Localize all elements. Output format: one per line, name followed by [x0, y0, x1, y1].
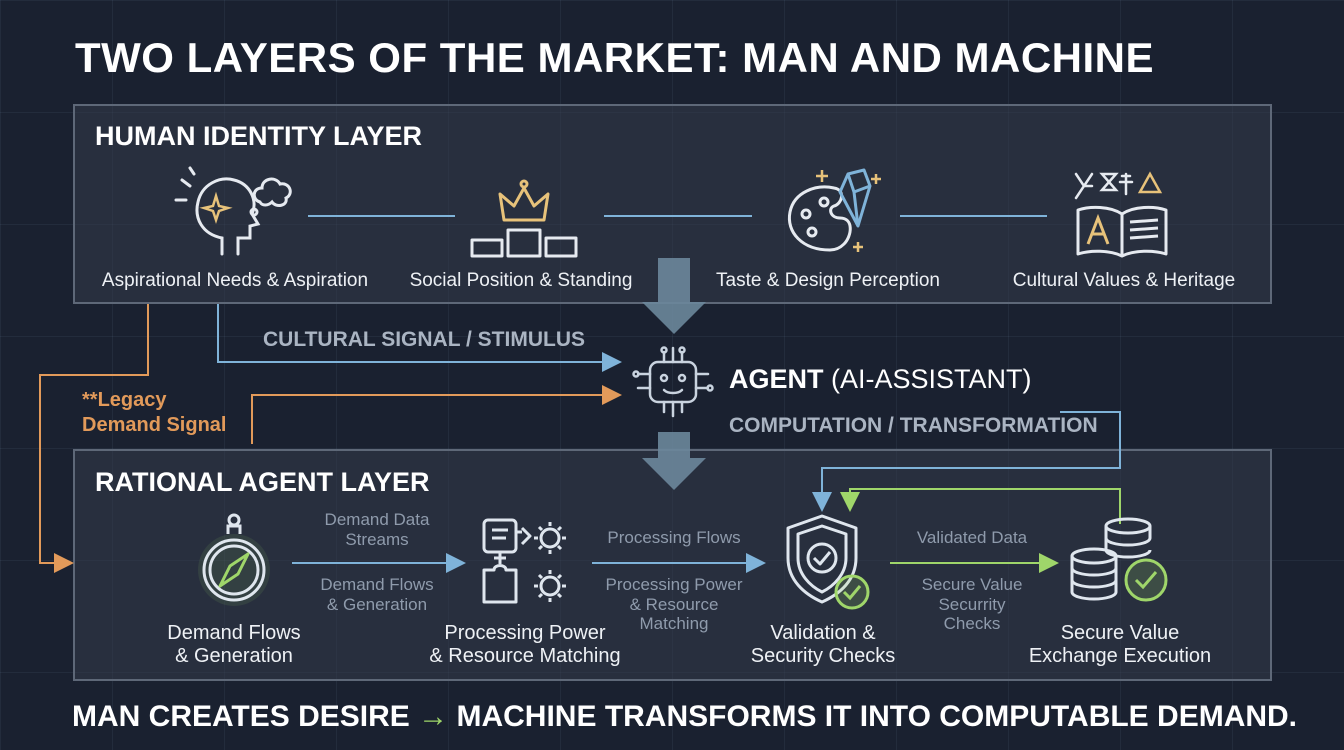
legacy-signal-line2: Demand Signal [82, 414, 227, 436]
flow-label-top: Demand Data Streams [324, 510, 430, 549]
agent-label-bold: AGENT [729, 364, 824, 394]
rational-agent-title: RATIONAL AGENT LAYER [95, 467, 430, 497]
head-thought-icon [174, 166, 292, 256]
agent-label: AGENT (AI-ASSISTANT) [729, 364, 1032, 395]
robot-chip-icon [632, 346, 714, 418]
legacy-signal-line1: **Legacy [82, 389, 167, 411]
puzzle-gears-icon [482, 518, 566, 604]
human-item-label: Cultural Values & Heritage [1012, 270, 1236, 291]
computation-label: COMPUTATION / TRANSFORMATION [729, 414, 1098, 437]
rational-node-label: Processing Power & Resource Matching [429, 622, 621, 667]
flow-label-top: Processing Flows [607, 528, 741, 547]
human-item-label: Taste & Design Perception [716, 270, 940, 291]
legacy-signal-label: **Legacy Demand Signal [82, 388, 226, 438]
page-title: TWO LAYERS OF THE MARKET: MAN AND MACHIN… [75, 34, 1155, 81]
shield-check-icon [786, 514, 870, 610]
book-symbols-icon [1074, 171, 1168, 258]
coins-check-icon [1070, 517, 1168, 602]
flow-label-top: Validated Data [916, 528, 1028, 547]
footer-tagline: MAN CREATES DESIRE → MACHINE TRANSFORMS … [72, 700, 1297, 734]
flow-label-bottom: Secure Value Securrity Checks [921, 575, 1023, 634]
human-item-label: Social Position & Standing [409, 270, 633, 291]
flow-label-bottom: Processing Power & Resource Matching [605, 575, 743, 634]
palette-crystal-icon [787, 168, 881, 252]
footer-left: MAN CREATES DESIRE [72, 700, 419, 733]
cultural-signal-label: CULTURAL SIGNAL / STIMULUS [263, 328, 585, 351]
human-item-label: Aspirational Needs & Aspiration [101, 270, 369, 291]
flow-label-bottom: Demand Flows & Generation [320, 575, 434, 614]
rational-node-label: Validation & Security Checks [750, 622, 896, 667]
agent-label-rest: (AI-ASSISTANT) [823, 364, 1032, 394]
crown-podium-icon [470, 179, 578, 258]
human-identity-title: HUMAN IDENTITY LAYER [95, 121, 423, 151]
compass-icon [198, 513, 270, 606]
footer-right: MACHINE TRANSFORMS IT INTO COMPUTABLE DE… [448, 700, 1298, 733]
rational-node-label: Secure Value Exchange Execution [1028, 622, 1212, 667]
footer-arrow: → [418, 700, 449, 733]
rational-node-label: Demand Flows & Generation [167, 622, 301, 667]
